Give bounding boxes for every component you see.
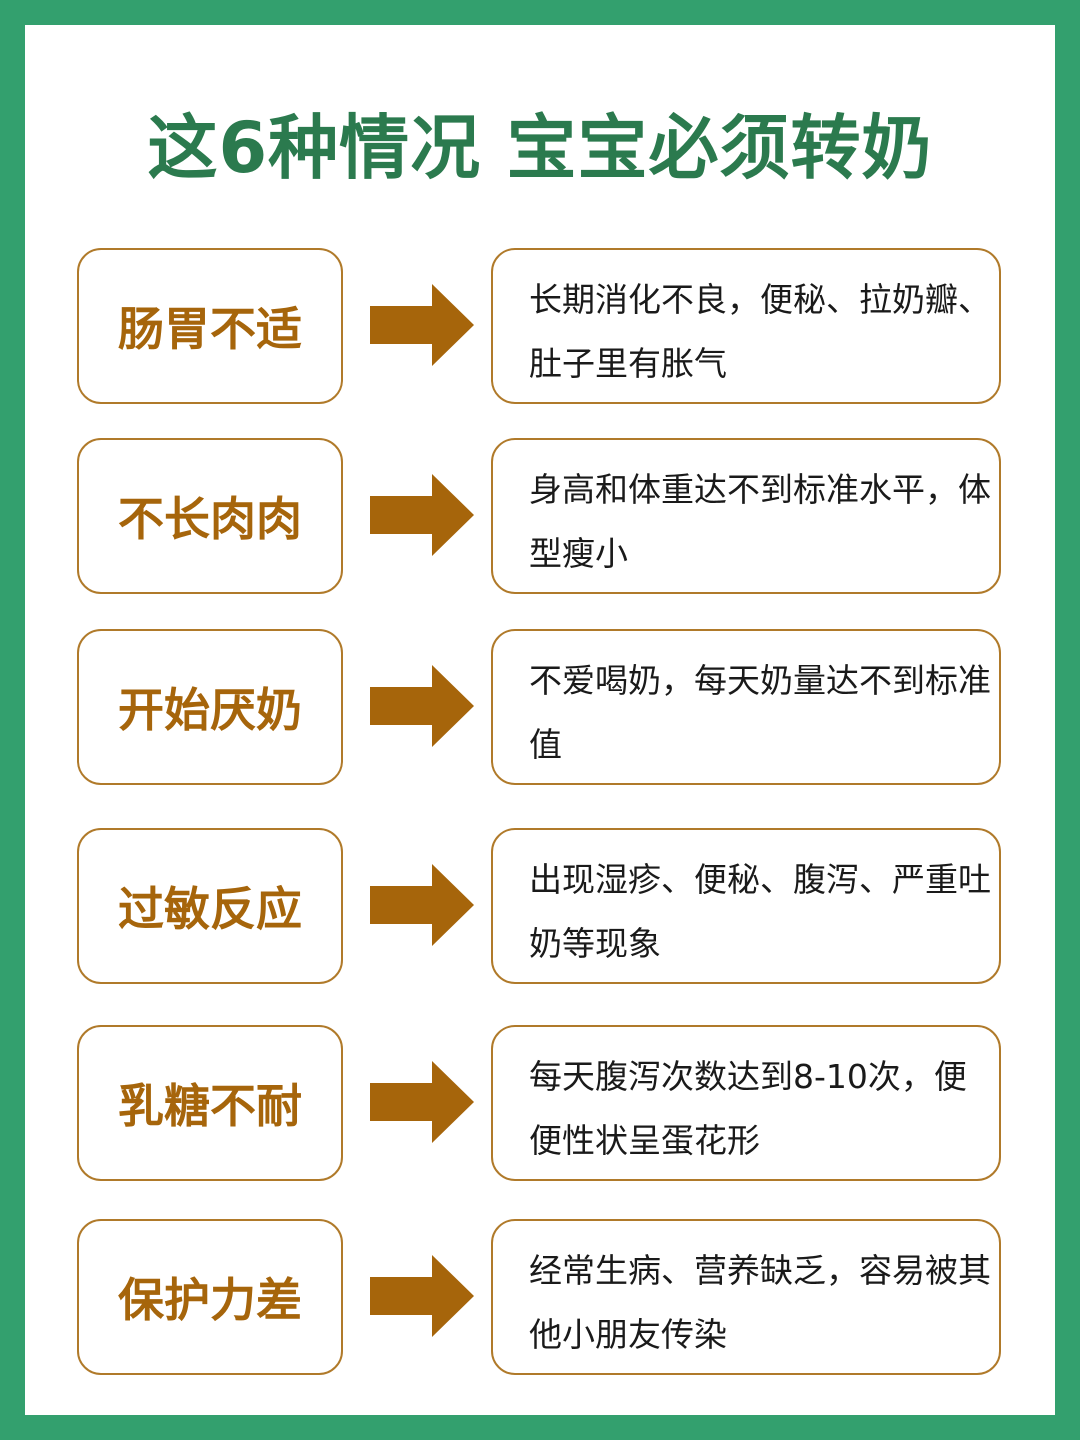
condition-description: 每天腹泻次数达到8-10次，便便性状呈蛋花形 bbox=[529, 1057, 967, 1160]
condition-label: 肠胃不适 bbox=[77, 248, 343, 404]
arrow-right-icon bbox=[370, 1255, 474, 1337]
condition-row: 肠胃不适 长期消化不良，便秘、拉奶瓣、肚子里有胀气 bbox=[0, 248, 1080, 404]
condition-description: 经常生病、营养缺乏，容易被其他小朋友传染 bbox=[529, 1251, 991, 1354]
condition-label: 过敏反应 bbox=[77, 828, 343, 984]
condition-label: 保护力差 bbox=[77, 1219, 343, 1375]
condition-description-box: 不爱喝奶，每天奶量达不到标准值 bbox=[491, 629, 1001, 785]
page-title: 这6种情况 宝宝必须转奶 bbox=[147, 107, 933, 189]
condition-description-box: 长期消化不良，便秘、拉奶瓣、肚子里有胀气 bbox=[491, 248, 1001, 404]
arrow-right-icon bbox=[370, 474, 474, 556]
arrow-right-icon bbox=[370, 665, 474, 747]
condition-description-box: 经常生病、营养缺乏，容易被其他小朋友传染 bbox=[491, 1219, 1001, 1375]
content-panel bbox=[25, 25, 1055, 1415]
condition-description: 不爱喝奶，每天奶量达不到标准值 bbox=[529, 661, 991, 764]
condition-description: 长期消化不良，便秘、拉奶瓣、肚子里有胀气 bbox=[529, 280, 991, 383]
condition-label: 开始厌奶 bbox=[77, 629, 343, 785]
condition-description-box: 出现湿疹、便秘、腹泻、严重吐奶等现象 bbox=[491, 828, 1001, 984]
condition-label: 不长肉肉 bbox=[77, 438, 343, 594]
condition-row: 保护力差 经常生病、营养缺乏，容易被其他小朋友传染 bbox=[0, 1219, 1080, 1375]
condition-row: 不长肉肉 身高和体重达不到标准水平，体型瘦小 bbox=[0, 438, 1080, 594]
condition-row: 乳糖不耐 每天腹泻次数达到8-10次，便便性状呈蛋花形 bbox=[0, 1025, 1080, 1181]
condition-description: 出现湿疹、便秘、腹泻、严重吐奶等现象 bbox=[529, 860, 991, 963]
condition-description-box: 身高和体重达不到标准水平，体型瘦小 bbox=[491, 438, 1001, 594]
condition-row: 开始厌奶 不爱喝奶，每天奶量达不到标准值 bbox=[0, 629, 1080, 785]
condition-description-box: 每天腹泻次数达到8-10次，便便性状呈蛋花形 bbox=[491, 1025, 1001, 1181]
arrow-right-icon bbox=[370, 284, 474, 366]
condition-row: 过敏反应 出现湿疹、便秘、腹泻、严重吐奶等现象 bbox=[0, 828, 1080, 984]
condition-description: 身高和体重达不到标准水平，体型瘦小 bbox=[529, 470, 991, 573]
arrow-right-icon bbox=[370, 864, 474, 946]
condition-label: 乳糖不耐 bbox=[77, 1025, 343, 1181]
arrow-right-icon bbox=[370, 1061, 474, 1143]
